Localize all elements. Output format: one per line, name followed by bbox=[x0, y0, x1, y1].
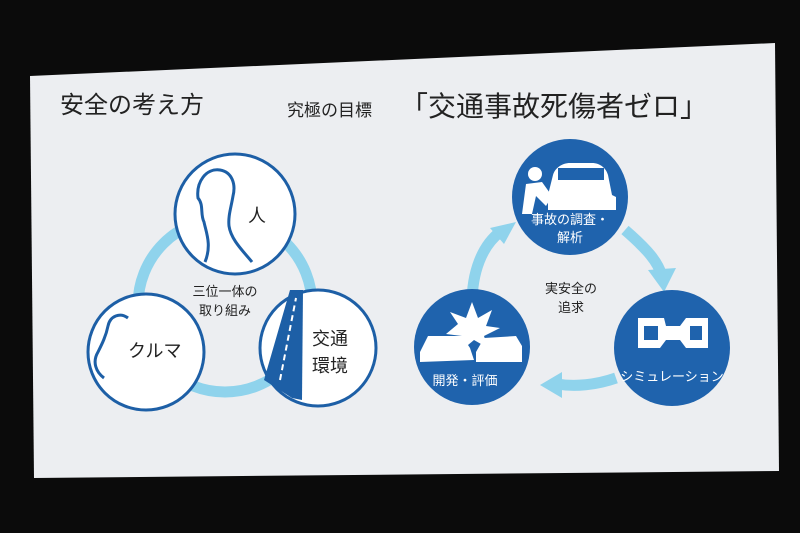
right-cycle: 実安全の 追求 事故の調査・ 解析 シミュレーション 開発・評価 bbox=[414, 139, 730, 406]
car-label: クルマ bbox=[128, 341, 181, 362]
goal-label: 究極の目標 bbox=[287, 101, 372, 121]
slide-heading: 安全の考え方 bbox=[60, 91, 204, 119]
simulation-label: シミュレーション bbox=[620, 370, 723, 385]
simulation-node: シミュレーション bbox=[614, 290, 730, 406]
impact-burst-icon bbox=[446, 302, 500, 350]
person-silhouette-icon bbox=[196, 168, 254, 263]
road-centerline-icon bbox=[279, 297, 297, 381]
inspector-body-icon bbox=[522, 182, 552, 214]
arrow-head-icon bbox=[648, 268, 676, 292]
goal-title: 「交通事故死傷者ゼロ」 bbox=[400, 90, 708, 123]
arrow-head-icon bbox=[490, 222, 516, 244]
right-cycle-center-line2: 追求 bbox=[558, 300, 584, 316]
car-silhouette-icon bbox=[93, 313, 129, 380]
arrow-head-icon bbox=[540, 372, 562, 398]
environment-node: 交通 環境 bbox=[258, 288, 378, 408]
investigation-label-line1: 事故の調査・ bbox=[531, 213, 609, 228]
development-node: 開発・評価 bbox=[414, 289, 530, 405]
environment-label-line1: 交通 bbox=[312, 329, 348, 350]
person-label: 人 bbox=[248, 206, 266, 227]
colliding-cars-icon bbox=[420, 336, 522, 362]
left-cycle: 三位一体の 取り組み 人 クルマ 交通 環境 bbox=[86, 152, 378, 412]
development-label: 開発・評価 bbox=[432, 374, 497, 389]
right-cycle-center-line1: 実安全の bbox=[545, 281, 597, 297]
person-node: 人 bbox=[173, 152, 297, 276]
left-cycle-center-line1: 三位一体の bbox=[192, 285, 257, 300]
investigation-label-line2: 解析 bbox=[557, 231, 583, 246]
car-node: クルマ bbox=[86, 292, 206, 412]
environment-label-line2: 環境 bbox=[312, 356, 348, 377]
left-cycle-center-line2: 取り組み bbox=[199, 304, 251, 319]
road-icon bbox=[264, 290, 303, 400]
crash-simulation-icon bbox=[638, 318, 708, 348]
investigation-node: 事故の調査・ 解析 bbox=[512, 139, 628, 255]
inspector-head-icon bbox=[528, 167, 542, 181]
